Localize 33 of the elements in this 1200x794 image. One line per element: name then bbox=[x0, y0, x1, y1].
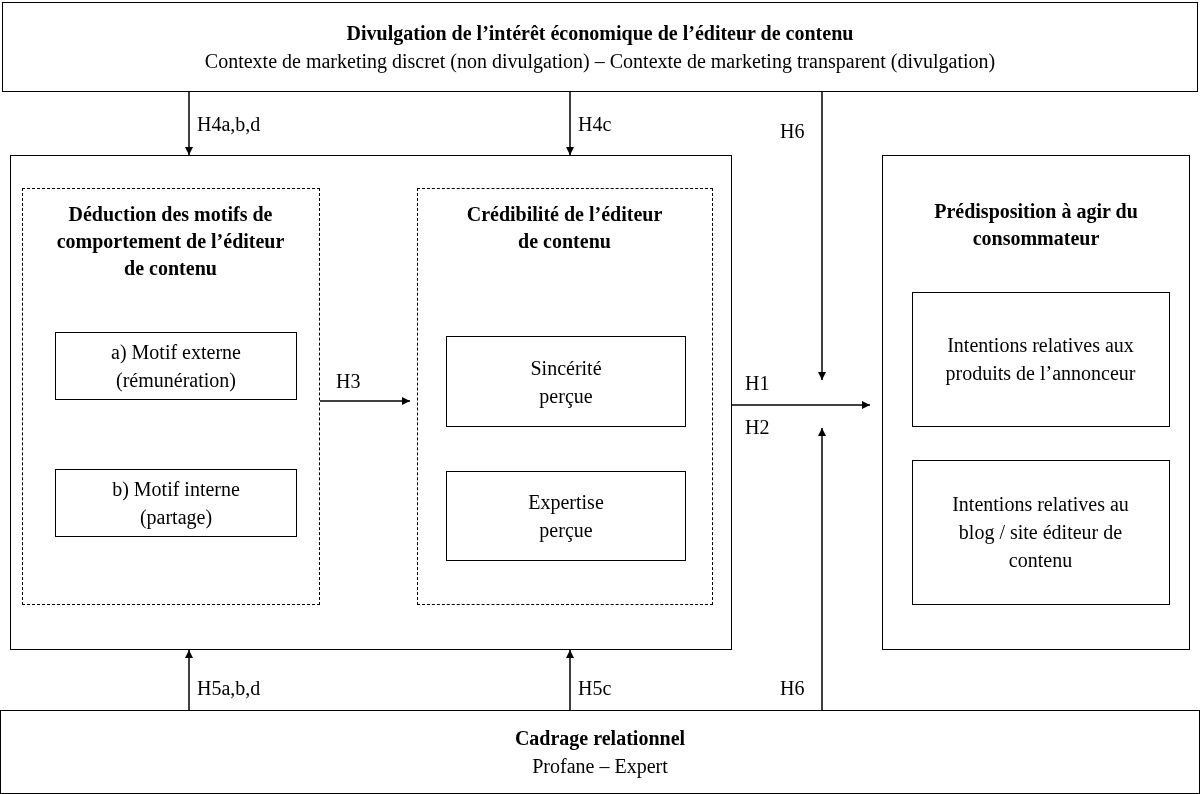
arrow bbox=[818, 427, 826, 711]
box-heading: Cadrage relationnel bbox=[514, 726, 686, 752]
box-subtext: Profane – Expert bbox=[532, 754, 668, 780]
concept-box bbox=[55, 469, 297, 537]
box-heading: Déduction des motifs de comportement de l’éditeur de contenu bbox=[55, 201, 286, 281]
arrow bbox=[818, 91, 826, 381]
box-text: a) Motif externe (rémunération) bbox=[110, 340, 242, 394]
arrow bbox=[185, 649, 193, 711]
arrow bbox=[185, 91, 193, 156]
frame-box bbox=[10, 155, 732, 650]
arrow bbox=[566, 91, 574, 156]
concept-box bbox=[2, 2, 1198, 92]
arrow bbox=[731, 401, 871, 409]
box-text: Intentions relatives au blog / site éditeur de contenu bbox=[951, 492, 1130, 573]
box-subtext: Contexte de marketing discret (non divulgation) – Contexte de marketing transparent (divulgation) bbox=[204, 49, 996, 75]
box-heading: Divulgation de l’intérêt économique de l’éditeur de contenu bbox=[346, 21, 854, 47]
concept-box bbox=[911, 291, 1170, 427]
panel-box bbox=[882, 155, 1190, 650]
box-heading: Crédibilité de l’éditeur de contenu bbox=[465, 201, 664, 254]
box-text: Expertise perçue bbox=[527, 490, 605, 544]
group-box bbox=[21, 187, 320, 605]
group-box bbox=[416, 187, 713, 605]
arrow bbox=[566, 649, 574, 711]
box-text: b) Motif interne (partage) bbox=[111, 477, 241, 531]
concept-box bbox=[446, 471, 686, 561]
box-text: Intentions relatives aux produits de l’annonceur bbox=[944, 333, 1137, 387]
concept-box bbox=[911, 459, 1170, 605]
concept-box bbox=[55, 332, 297, 400]
box-text: Sincérité perçue bbox=[529, 355, 603, 410]
box-heading: Prédisposition à agir du consommateur bbox=[933, 199, 1139, 251]
arrow bbox=[319, 397, 411, 405]
concept-box bbox=[0, 710, 1200, 794]
concept-box bbox=[446, 336, 686, 427]
